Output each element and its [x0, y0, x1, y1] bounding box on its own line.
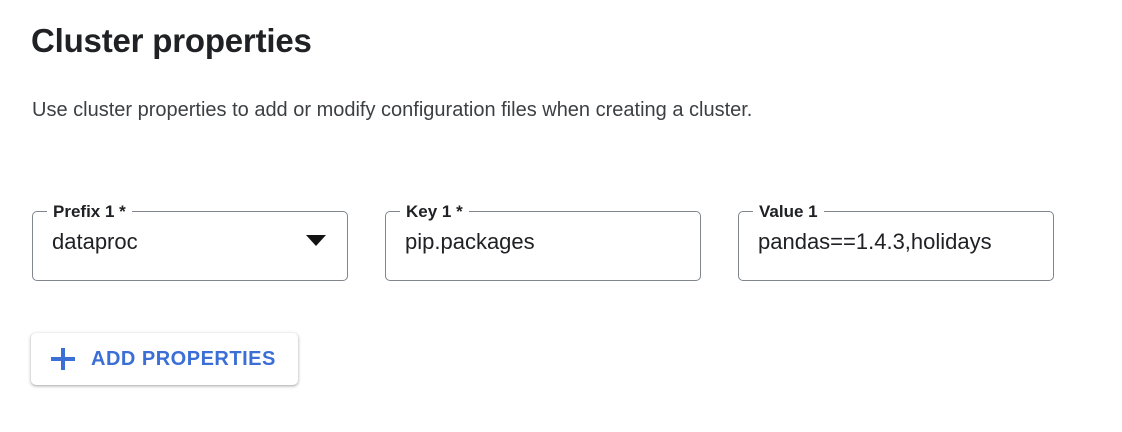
- field-key-1[interactable]: Key 1 * pip.packages: [385, 195, 701, 281]
- prefix-1-label: Prefix 1 *: [53, 202, 126, 221]
- page-title: Cluster properties: [31, 22, 312, 59]
- field-value-1[interactable]: Value 1 pandas==1.4.3,holidays: [738, 195, 1054, 281]
- properties-row: Prefix 1 * dataproc Key 1 * pip.packages…: [32, 195, 1054, 281]
- add-properties-button[interactable]: ADD PROPERTIES: [31, 333, 298, 385]
- chevron-down-icon[interactable]: [306, 235, 326, 246]
- key-1-value[interactable]: pip.packages: [405, 229, 535, 254]
- value-1-label: Value 1: [759, 202, 818, 221]
- prefix-1-value[interactable]: dataproc: [52, 229, 138, 254]
- value-1-value[interactable]: pandas==1.4.3,holidays: [758, 229, 992, 254]
- add-properties-label: ADD PROPERTIES: [91, 347, 276, 370]
- prefix-1-outline: Prefix 1 *: [32, 203, 348, 281]
- value-1-outline: Value 1: [738, 203, 1054, 281]
- key-1-outline: Key 1 *: [385, 203, 701, 281]
- plus-icon: [51, 347, 75, 371]
- field-prefix-1[interactable]: Prefix 1 * dataproc: [32, 195, 348, 281]
- key-1-label: Key 1 *: [406, 202, 463, 221]
- page-description: Use cluster properties to add or modify …: [32, 99, 753, 121]
